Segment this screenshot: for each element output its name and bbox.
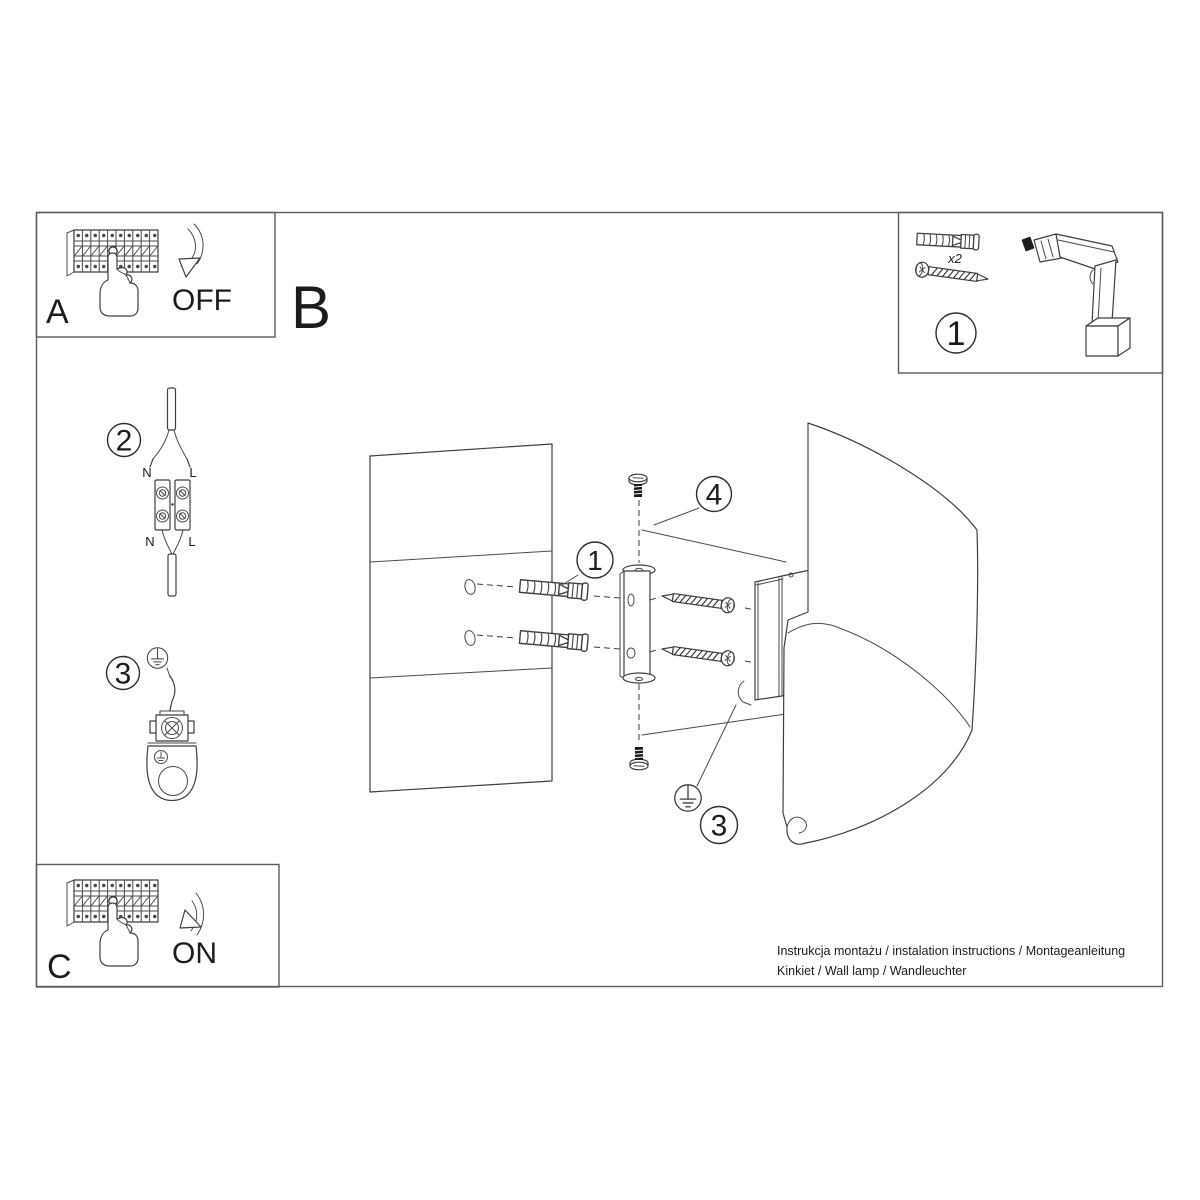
main-frame — [35, 211, 1164, 988]
wall-hole — [464, 630, 476, 646]
assembly-callout-ground: 3 — [711, 810, 728, 843]
wall-plug — [518, 627, 590, 653]
arrow-up-icon — [179, 892, 205, 936]
wood-screw — [660, 587, 736, 615]
callout-1-leader — [561, 574, 579, 586]
parts-callout-circle — [935, 312, 977, 354]
wall-panel — [369, 443, 553, 793]
bracket-hook — [737, 680, 752, 706]
wire-label-n-bottom: N — [145, 534, 154, 549]
machine-screw-bottom — [629, 746, 649, 771]
step-3-badge-number: 3 — [115, 658, 132, 691]
ground-clamp-icon — [149, 710, 195, 742]
wall-hole — [464, 579, 476, 595]
projection-lines — [641, 529, 787, 736]
step-2-badge-number: 2 — [116, 425, 133, 458]
step-c-label: C — [47, 948, 72, 986]
mounting-ring-icon — [146, 742, 198, 802]
step-a-label: A — [46, 293, 69, 331]
wire-merge-lines — [161, 529, 184, 555]
step-2-badge — [106, 422, 142, 458]
parts-quantity-label: x2 — [947, 251, 963, 266]
assembly-view: 1 4 — [369, 422, 979, 845]
ground-symbol — [674, 784, 702, 812]
ground-wire-icon — [169, 675, 176, 711]
footer-line-1: Instrukcja montażu / instalation instruc… — [777, 944, 1125, 958]
step-c-box: ON C — [35, 863, 280, 988]
ground-symbol-icon — [146, 647, 169, 669]
wire-label-l-top: L — [189, 465, 196, 480]
step-a-box: OFF A — [35, 211, 276, 338]
step-b-label: B — [291, 274, 331, 341]
drill-icon — [1021, 233, 1131, 357]
wire-label-l-bottom: L — [188, 534, 195, 549]
assembly-callout-plug-circle — [576, 541, 614, 579]
cable-bottom-icon — [167, 553, 177, 597]
parts-box: x2 1 — [897, 211, 1164, 374]
mounting-bracket — [619, 564, 656, 684]
wood-screw — [660, 640, 736, 668]
callout-4-leader — [653, 507, 700, 526]
wall-plug-icon — [915, 230, 980, 251]
assembly-callout-ground-circle — [699, 805, 739, 845]
callout-ground-leader — [696, 704, 737, 787]
lamp-shade — [782, 422, 979, 845]
wire-label-n-top: N — [142, 465, 151, 480]
terminal-block-icon — [154, 479, 191, 531]
parts-callout-number: 1 — [947, 315, 966, 353]
step-3-badge — [105, 655, 141, 691]
wall-plug — [518, 576, 590, 602]
machine-screw-top — [628, 473, 648, 498]
ground-step: 3 — [105, 647, 198, 802]
footer-line-2: Kinkiet / Wall lamp / Wandleuchter — [777, 964, 966, 978]
power-off-label: OFF — [172, 284, 232, 317]
power-on-label: ON — [172, 937, 217, 970]
assembly-callout-screw: 4 — [706, 479, 723, 512]
wiring-step: 2 N L N L — [106, 387, 197, 597]
cable-wires-icon — [149, 387, 191, 468]
arrow-down-icon — [178, 223, 204, 278]
assembly-callout-screw-circle — [695, 475, 733, 513]
assembly-callout-plug: 1 — [587, 545, 603, 576]
